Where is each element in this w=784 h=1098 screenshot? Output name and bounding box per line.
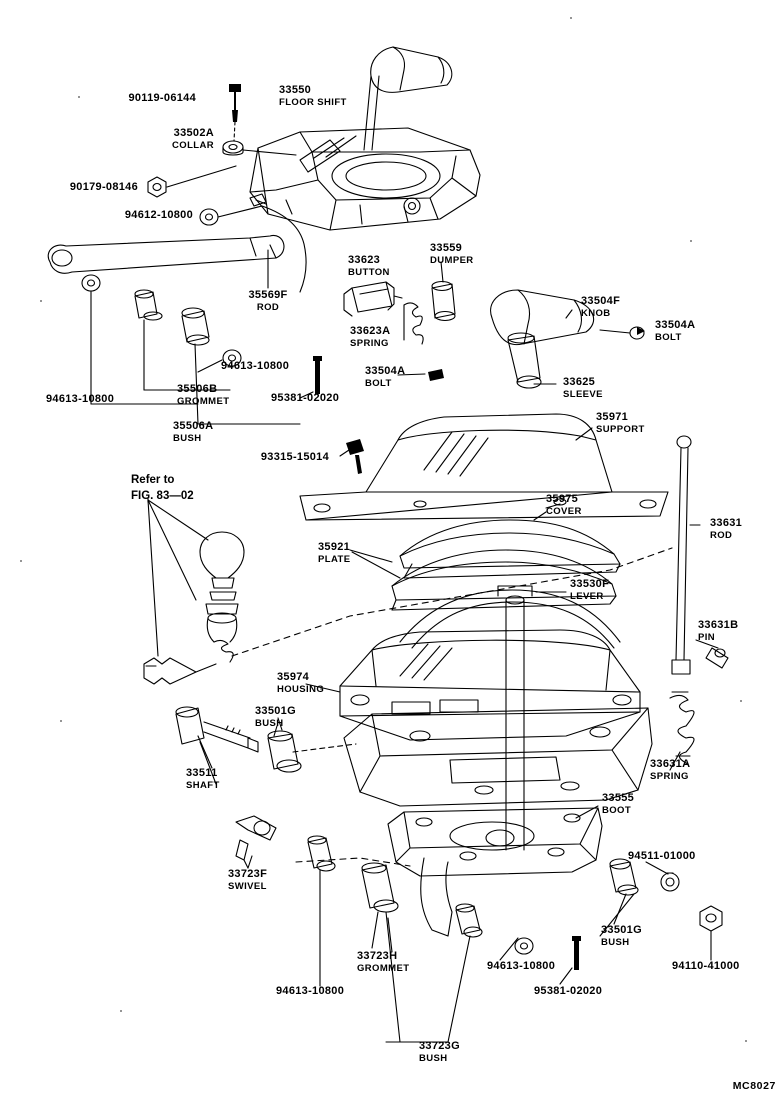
label-94511-01000: 94511-01000 bbox=[628, 850, 696, 862]
label-94613-10800-lower-mid: 94613-10800 bbox=[487, 960, 556, 972]
label-90119-06144: 90119-06144 bbox=[128, 92, 196, 104]
label-95381-02020-lower: 95381-02020 bbox=[534, 985, 603, 997]
label-93315-15014: 93315-15014 bbox=[260, 451, 329, 463]
label-90179-08146: 90179-08146 bbox=[69, 181, 138, 193]
sheet-code: MC8027 bbox=[732, 1080, 776, 1092]
label-94613-10800-lower-left: 94613-10800 bbox=[276, 985, 345, 997]
label-94613-10800-upper: 94613-10800 bbox=[221, 360, 290, 372]
label-95381-02020-upper: 95381-02020 bbox=[271, 392, 340, 404]
refer-note-line2: FIG. 83—02 bbox=[131, 490, 194, 502]
label-94613-10800-left: 94613-10800 bbox=[46, 393, 115, 405]
label-94612-10800: 94612-10800 bbox=[124, 209, 193, 221]
refer-note-line1: Refer to bbox=[131, 474, 175, 486]
label-94110-41000: 94110-41000 bbox=[672, 960, 740, 972]
